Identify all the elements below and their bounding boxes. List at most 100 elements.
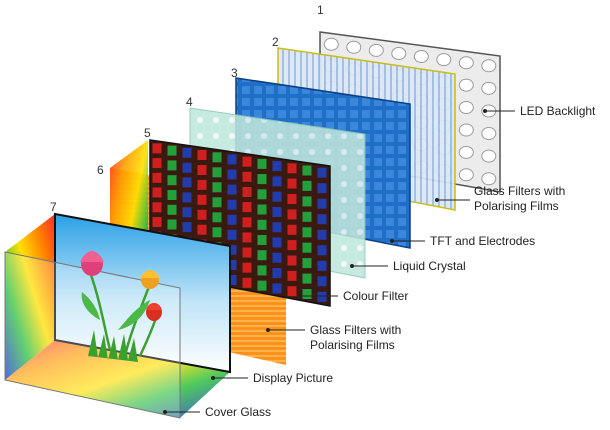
colour-filter-subpixel: [272, 207, 282, 217]
colour-filter-subpixel: [287, 255, 297, 266]
label-cover-glass: Cover Glass: [205, 405, 271, 419]
colour-filter-subpixel: [257, 235, 267, 245]
colour-filter-subpixel: [257, 280, 267, 291]
colour-filter-subpixel: [212, 152, 222, 163]
colour-filter-subpixel: [302, 289, 312, 299]
led-bulb: [481, 149, 497, 163]
colour-filter-subpixel: [182, 192, 192, 203]
layer-number-5: 5: [144, 126, 151, 140]
colour-filter-subpixel: [152, 172, 162, 183]
led-bulb: [481, 81, 497, 95]
label-led-backlight: LED Backlight: [520, 104, 596, 118]
led-bulb: [481, 172, 497, 186]
colour-filter-subpixel: [287, 286, 297, 297]
colour-filter-subpixel: [317, 291, 327, 302]
colour-filter-subpixel: [257, 158, 267, 169]
layer-number-1: 1: [317, 3, 324, 17]
colour-filter-subpixel: [167, 145, 177, 156]
colour-filter-subpixel: [317, 183, 327, 194]
colour-filter-subpixel: [242, 202, 252, 213]
colour-filter-subpixel: [317, 198, 327, 209]
colour-filter-subpixel: [167, 204, 177, 215]
colour-filter-subpixel: [287, 163, 297, 174]
colour-filter-subpixel: [152, 202, 162, 213]
colour-filter-subpixel: [242, 217, 252, 228]
colour-filter-subpixel: [272, 176, 282, 187]
colour-filter-subpixel: [272, 222, 282, 233]
colour-filter-subpixel: [302, 273, 312, 284]
led-bulb: [413, 50, 429, 63]
layer-number-6: 6: [97, 163, 104, 177]
colour-filter-subpixel: [227, 184, 237, 195]
led-bulb: [391, 47, 407, 60]
label-liquid-crystal: Liquid Crystal: [393, 259, 466, 273]
led-bulb: [458, 123, 474, 137]
colour-filter-subpixel: [197, 209, 207, 220]
colour-filter-subpixel: [287, 240, 297, 251]
led-bulb: [323, 37, 339, 51]
colour-filter-subpixel: [317, 167, 327, 178]
colour-filter-subpixel: [182, 207, 192, 218]
colour-filter-subpixel: [197, 224, 207, 235]
colour-filter-subpixel: [182, 147, 192, 158]
colour-filter-subpixel: [242, 187, 252, 197]
colour-filter-subpixel: [227, 154, 237, 165]
colour-filter-subpixel: [272, 161, 282, 172]
colour-filter-subpixel: [212, 182, 222, 193]
led-bulb: [458, 145, 474, 159]
colour-filter-subpixel: [257, 189, 267, 200]
colour-filter-subpixel: [227, 214, 237, 225]
label-display-picture: Display Picture: [253, 371, 333, 385]
colour-filter-subpixel: [197, 165, 207, 175]
colour-filter-subpixel: [227, 199, 237, 210]
colour-filter-subpixel: [167, 219, 177, 230]
colour-filter-subpixel: [227, 229, 237, 240]
colour-filter-subpixel: [257, 265, 267, 276]
colour-filter-subpixel: [302, 242, 312, 253]
colour-filter-subpixel: [287, 224, 297, 235]
colour-filter-subpixel: [242, 277, 252, 288]
colour-filter-subpixel: [257, 174, 267, 185]
colour-filter-subpixel: [212, 212, 222, 223]
colour-filter-subpixel: [257, 219, 267, 230]
colour-filter-subpixel: [167, 175, 177, 186]
colour-filter-subpixel: [167, 160, 177, 171]
colour-filter-subpixel: [212, 227, 222, 238]
leader-lines: [165, 110, 515, 413]
led-bulb: [458, 56, 474, 70]
colour-filter-subpixel: [227, 260, 237, 270]
colour-filter-subpixel: [287, 178, 297, 189]
colour-filter-subpixel: [272, 191, 282, 202]
colour-filter-subpixel: [182, 162, 192, 173]
led-bulb: [458, 101, 474, 114]
colour-filter-subpixel: [227, 169, 237, 180]
layer-number-2: 2: [272, 35, 279, 49]
colour-filter-subpixel: [242, 232, 252, 243]
colour-filter-subpixel: [152, 217, 162, 227]
colour-filter-subpixel: [317, 245, 327, 256]
colour-filter-subpixel: [227, 275, 237, 285]
colour-filter-subpixel: [272, 237, 282, 248]
led-bulb: [481, 59, 497, 73]
colour-filter-subpixel: [152, 158, 162, 169]
colour-filter-subpixel: [302, 258, 312, 269]
label-tft-electrodes: TFT and Electrodes: [430, 234, 535, 248]
colour-filter-subpixel: [227, 244, 237, 255]
leader-dots: [163, 109, 487, 414]
colour-filter-subpixel: [302, 211, 312, 222]
colour-filter-subpixel: [272, 268, 282, 279]
colour-filter-subpixel: [287, 194, 297, 204]
colour-filter-subpixel: [317, 214, 327, 225]
colour-filter-cells: [152, 143, 327, 302]
layer-display-picture: [4, 212, 231, 419]
colour-filter-subpixel: [212, 167, 222, 178]
colour-filter-subpixel: [197, 179, 207, 190]
colour-filter-subpixel: [302, 227, 312, 238]
colour-filter-subpixel: [287, 209, 297, 220]
colour-filter-subpixel: [242, 247, 252, 258]
layer-number-7: 7: [50, 200, 57, 214]
colour-filter-subpixel: [167, 190, 177, 200]
